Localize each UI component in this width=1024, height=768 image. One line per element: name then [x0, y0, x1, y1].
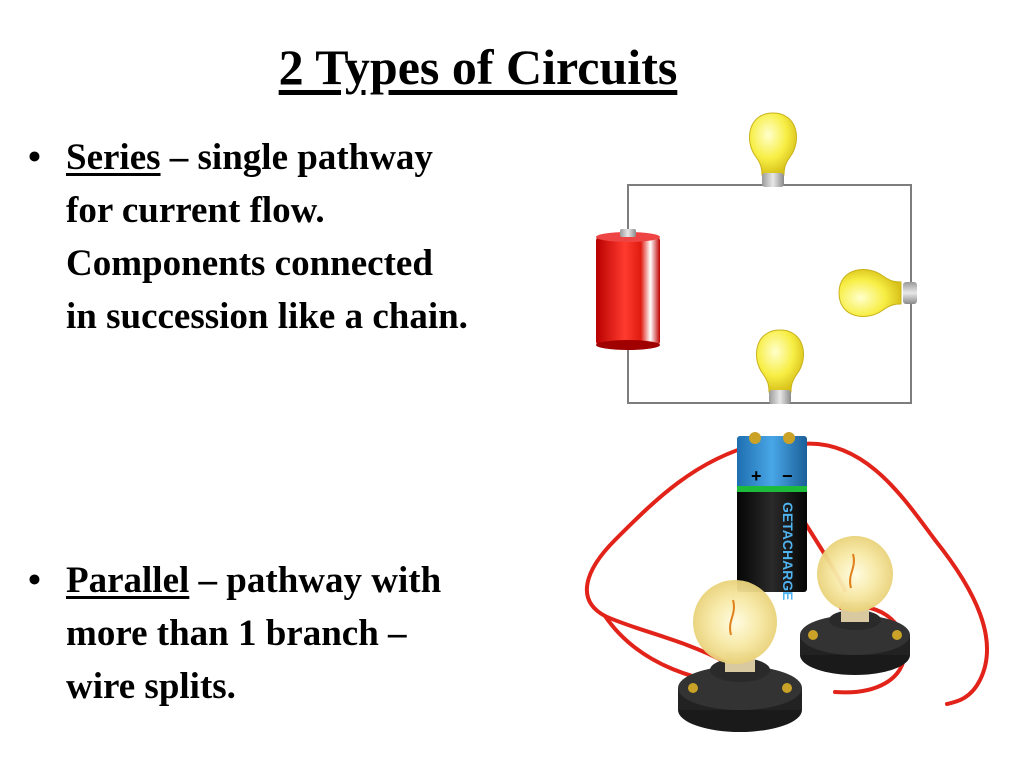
- bulb-top-icon: [749, 112, 797, 187]
- bulb-right-icon: [838, 269, 917, 317]
- parallel-line-3: wire splits.: [66, 666, 236, 707]
- series-line-1: – single pathway: [160, 137, 433, 178]
- bulb-bottom-icon: [756, 329, 804, 404]
- series-circuit-diagram: [596, 112, 917, 404]
- parallel-bulb-right-icon: [800, 536, 910, 675]
- series-line-4: in succession like a chain.: [66, 296, 468, 337]
- cell-battery: [596, 229, 660, 350]
- bullet-marker: •: [28, 560, 41, 601]
- nine-volt-battery: + − GETACHARGE: [737, 432, 807, 601]
- parallel-circuit-diagram: + − GETACHARGE: [585, 432, 990, 732]
- bullet-series-text: Series – single pathway for current flow…: [66, 131, 468, 343]
- parallel-line-1: – pathway with: [189, 560, 442, 601]
- slide-title: 2 Types of Circuits: [278, 39, 678, 95]
- bullet-marker: •: [28, 137, 41, 178]
- series-line-2: for current flow.: [66, 190, 325, 231]
- parallel-line-2: more than 1 branch –: [66, 613, 407, 654]
- series-line-3: Components connected: [66, 243, 433, 284]
- term-series: Series: [66, 137, 161, 178]
- battery-brand: GETACHARGE: [780, 502, 796, 601]
- battery-plus-label: +: [751, 466, 762, 486]
- bullet-parallel-text: Parallel – pathway with more than 1 bran…: [66, 554, 441, 713]
- term-parallel: Parallel: [66, 560, 190, 601]
- battery-minus-label: −: [782, 466, 793, 486]
- parallel-bulb-left-icon: [678, 580, 802, 732]
